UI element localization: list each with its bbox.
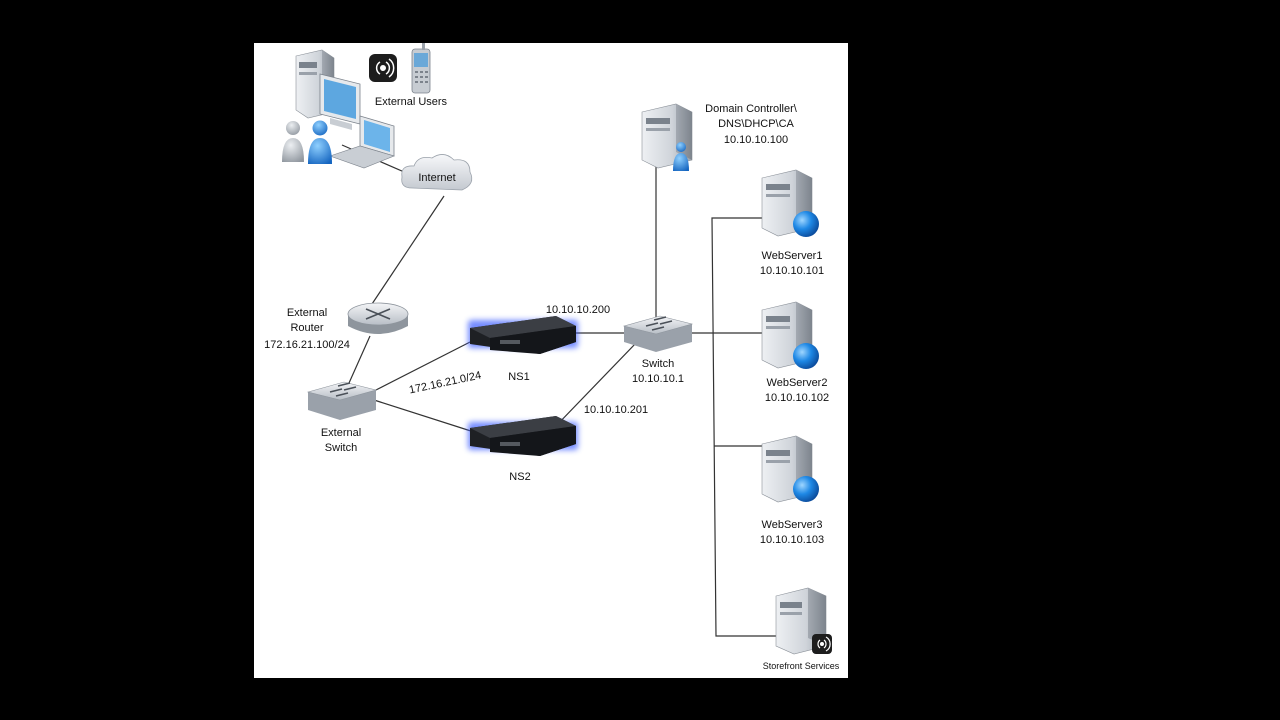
link-internet-router [371,195,445,305]
switch-ip-label: 10.10.10.1 [632,373,684,385]
mobile-phone-icon [411,43,431,94]
router-icon [347,302,409,334]
webserver3: WebServer3 10.10.10.103 [760,435,824,546]
globe-icon [793,343,819,369]
switch-label: Switch [642,358,674,370]
webserver1: WebServer1 10.10.10.101 [760,169,824,277]
ns2-ip-label: 10.10.10.201 [584,404,648,416]
router-label-line1: External [287,307,327,319]
external-switch: External Switch [306,381,378,454]
citrix-receiver-icon [812,634,832,654]
network-switch-icon [306,381,378,420]
ext-switch-label-line2: Switch [325,442,357,454]
monitor-icon [319,73,361,130]
storefront-server: Storefront Services [763,587,840,671]
storefront-label: Storefront Services [763,661,840,671]
link-bus-web1-storefront [711,217,776,637]
webserver2: WebServer2 10.10.10.102 [761,301,829,404]
web3-name-label: WebServer3 [762,519,823,531]
external-router: External Router 172.16.21.100/24 [264,302,409,351]
globe-icon [793,211,819,237]
dc-label-line1: Domain Controller\ [705,103,798,115]
links [341,144,776,637]
web1-name-label: WebServer1 [762,250,823,262]
dc-label-line2: DNS\DHCP\CA [718,118,794,130]
netscaler-appliance-icon [468,416,578,456]
cloud-icon: Internet [401,154,473,191]
web2-name-label: WebServer2 [767,377,828,389]
router-label-line2: Router [290,322,323,334]
router-ip-label: 172.16.21.100/24 [264,339,350,351]
network-switch-icon [622,315,694,352]
netscaler-appliance-icon [468,316,578,354]
ns1-appliance: NS1 [468,316,578,383]
core-switch: Switch 10.10.10.1 [622,315,694,385]
external-users-label: External Users [375,96,448,108]
link-extswitch-ns1 [371,339,475,393]
domain-controller: Domain Controller\ DNS\DHCP\CA 10.10.10.… [641,103,798,171]
link-ns2-switch [553,342,637,429]
ext-switch-label-line1: External [321,427,361,439]
citrix-receiver-icon [369,54,397,82]
people-icon [282,120,332,164]
web2-ip-label: 10.10.10.102 [765,392,829,404]
laptop-icon [329,115,395,169]
dc-ip-label: 10.10.10.100 [724,134,788,146]
web1-ip-label: 10.10.10.101 [760,265,824,277]
link-extswitch-ns2 [373,399,475,433]
ns1-label: NS1 [508,371,529,383]
ns2-label: NS2 [509,471,530,483]
ns2-appliance: NS2 [468,416,578,483]
external-users-cluster: External Users [282,43,448,169]
ns1-ip-label: 10.10.10.200 [546,304,610,316]
web3-ip-label: 10.10.10.103 [760,534,824,546]
internet-label: Internet [418,172,455,184]
admin-user-icon [673,142,689,171]
globe-icon [793,476,819,502]
